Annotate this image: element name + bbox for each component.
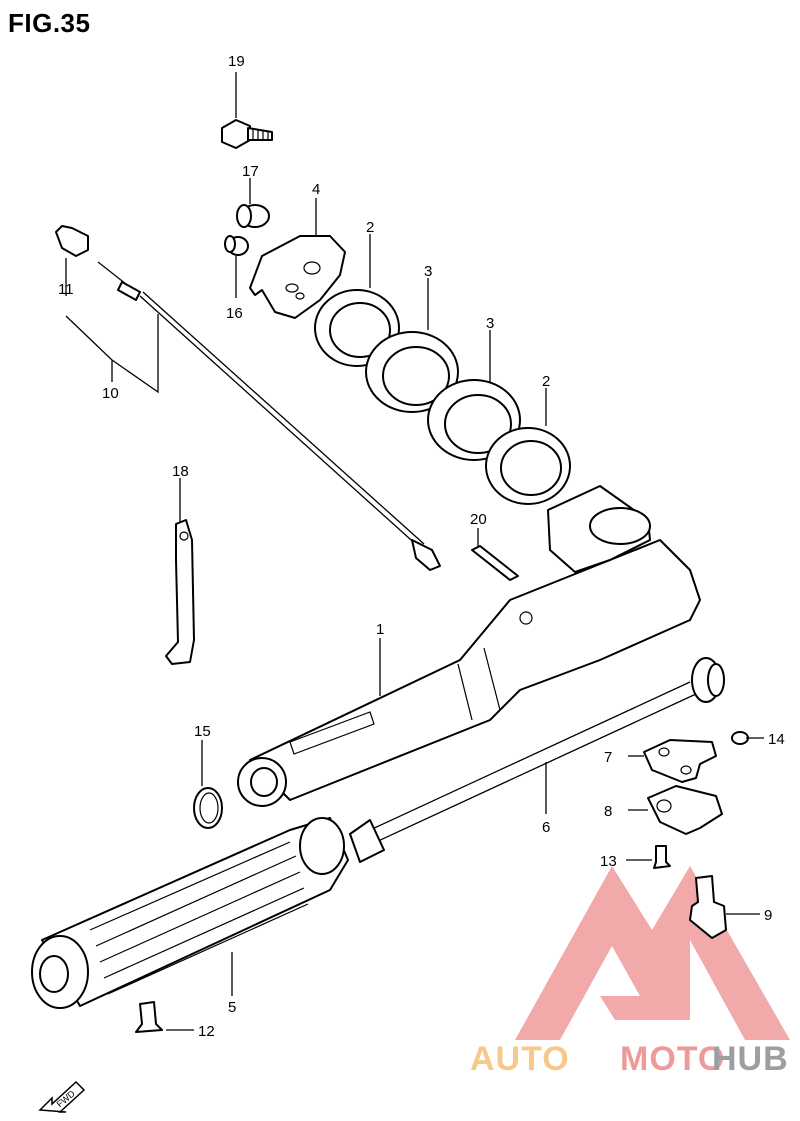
callout-6: 6 [542, 819, 550, 836]
part-1-handle-body [237, 485, 701, 807]
callout-20: 20 [470, 511, 487, 528]
callout-5: 5 [228, 999, 236, 1016]
part-19-bolt [221, 119, 273, 149]
part-15-o-ring [193, 787, 223, 829]
callout-15: 15 [194, 723, 211, 740]
part-6-shaft [349, 657, 725, 863]
watermark-part2: MOTO [620, 1040, 726, 1078]
part-13-bolt [653, 845, 671, 869]
part-2-ring-lower [485, 427, 571, 505]
callout-1: 1 [376, 621, 384, 638]
arrow-icon [38, 1080, 86, 1113]
part-8-stopper [647, 785, 723, 835]
callout-14: 14 [768, 731, 785, 748]
callout-19: 19 [228, 53, 245, 70]
part-17-collar [236, 204, 270, 228]
callout-labels: 19 17 4 2 3 3 2 16 11 10 18 20 1 15 6 5 … [58, 53, 785, 1040]
part-7-plate [643, 739, 717, 783]
watermark-logo [515, 866, 790, 1040]
watermark-part3: HUB [712, 1040, 789, 1078]
part-4-plate [249, 235, 346, 319]
callout-2-upper: 2 [366, 219, 374, 236]
callout-18: 18 [172, 463, 189, 480]
part-14-nut [731, 731, 749, 745]
part-10-cable [97, 261, 441, 571]
callout-8: 8 [604, 803, 612, 820]
fwd-direction-arrow: FWD [36, 1076, 86, 1121]
part-9-bolt [689, 875, 727, 939]
callout-4: 4 [312, 181, 320, 198]
part-12-screw [135, 1001, 163, 1033]
callout-3-upper: 3 [424, 263, 432, 280]
part-11-nut [55, 225, 89, 257]
callout-7: 7 [604, 749, 612, 766]
callout-9: 9 [764, 907, 772, 924]
callout-16: 16 [226, 305, 243, 322]
callout-13: 13 [600, 853, 617, 870]
callout-3-lower: 3 [486, 315, 494, 332]
callout-11: 11 [58, 281, 74, 298]
callout-2-lower: 2 [542, 373, 550, 390]
part-2-ring-upper [314, 289, 400, 367]
callout-17: 17 [242, 163, 259, 180]
figure-title: FIG.35 [8, 8, 91, 38]
part-20-shim [471, 545, 519, 581]
callout-12: 12 [198, 1023, 215, 1040]
leader-lines [65, 72, 764, 1031]
part-5-grip [31, 817, 349, 1009]
callout-10: 10 [102, 385, 119, 402]
part-16-collar [224, 235, 249, 256]
watermark-part1: AUTO [470, 1040, 570, 1078]
part-3-ring-upper [365, 331, 459, 413]
part-18-bracket [165, 519, 195, 665]
watermark: AUTO MOTO HUB [470, 1040, 800, 1080]
